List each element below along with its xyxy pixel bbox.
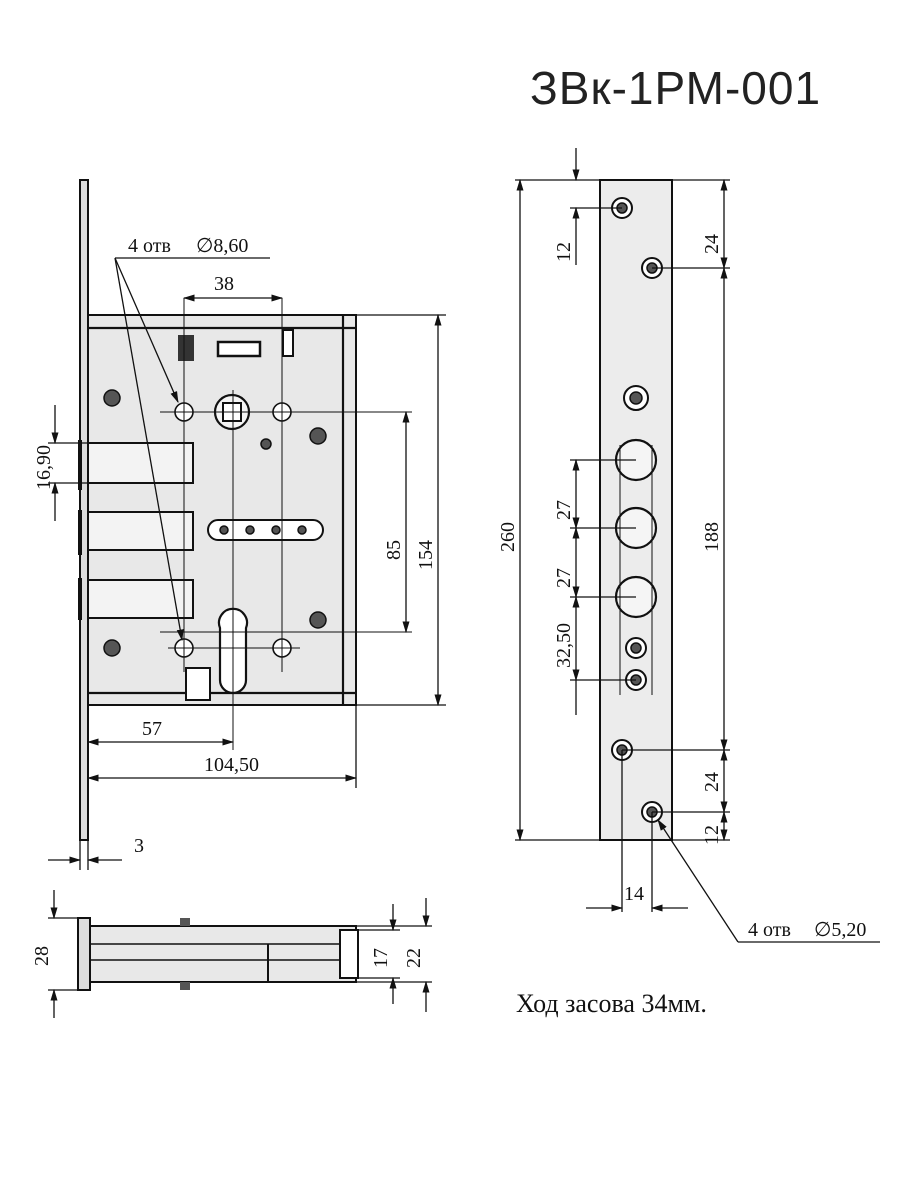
faceplate	[599, 179, 673, 841]
bolt-1	[87, 442, 194, 484]
dim-14: 14	[624, 883, 644, 905]
model-title: ЗВк-1РМ-001	[530, 62, 821, 114]
rivet	[309, 611, 327, 629]
dim-32-50: 32,50	[553, 623, 575, 668]
dim-104-50: 104,50	[204, 754, 259, 776]
dim-260: 260	[497, 522, 519, 552]
dim-16-90: 16,90	[33, 445, 55, 490]
dim-24-top: 24	[701, 234, 723, 254]
front-holes-diameter: ∅8,60	[196, 235, 248, 257]
dim-85: 85	[383, 540, 405, 560]
rivet	[103, 639, 121, 657]
dim-12-top: 12	[553, 242, 575, 262]
bolt-3	[87, 579, 194, 619]
top-slot	[216, 340, 262, 358]
bolt-2	[87, 511, 194, 551]
bottom-body	[89, 925, 357, 983]
dim-28: 28	[31, 946, 53, 966]
dim-27-a: 27	[553, 500, 575, 520]
dim-24-bottom: 24	[701, 772, 723, 792]
rivet	[309, 427, 327, 445]
small-slot	[282, 329, 294, 357]
dim-3: 3	[134, 835, 144, 857]
rivet	[260, 438, 272, 450]
front-view: 4 отв ∅8,60 38 16,90 85 154 57 104,50 3	[33, 179, 446, 870]
spindle-slot	[207, 519, 324, 541]
dim-57: 57	[142, 718, 162, 740]
latch-slot	[178, 335, 194, 361]
dim-188: 188	[701, 522, 723, 552]
dim-27-b: 27	[553, 568, 575, 588]
bottom-faceplate	[77, 917, 91, 991]
dim-12-bottom: 12	[701, 825, 723, 845]
faceplate-holes-note: 4 отв	[748, 919, 791, 941]
bottom-view: 28 17 22	[31, 890, 432, 1018]
bolt-stroke-note: Ход засова 34мм.	[516, 989, 707, 1018]
dim-38: 38	[214, 273, 234, 295]
dim-22: 22	[403, 948, 425, 968]
faceplate-holes-diameter: ∅5,20	[814, 919, 866, 941]
cam-block	[185, 667, 211, 701]
rivet	[103, 389, 121, 407]
dim-154: 154	[415, 540, 437, 570]
dim-17: 17	[370, 948, 392, 968]
faceplate-view: 260 12 24 188 24 12 27 27 32,50	[497, 148, 880, 943]
front-holes-note: 4 отв	[128, 235, 171, 257]
